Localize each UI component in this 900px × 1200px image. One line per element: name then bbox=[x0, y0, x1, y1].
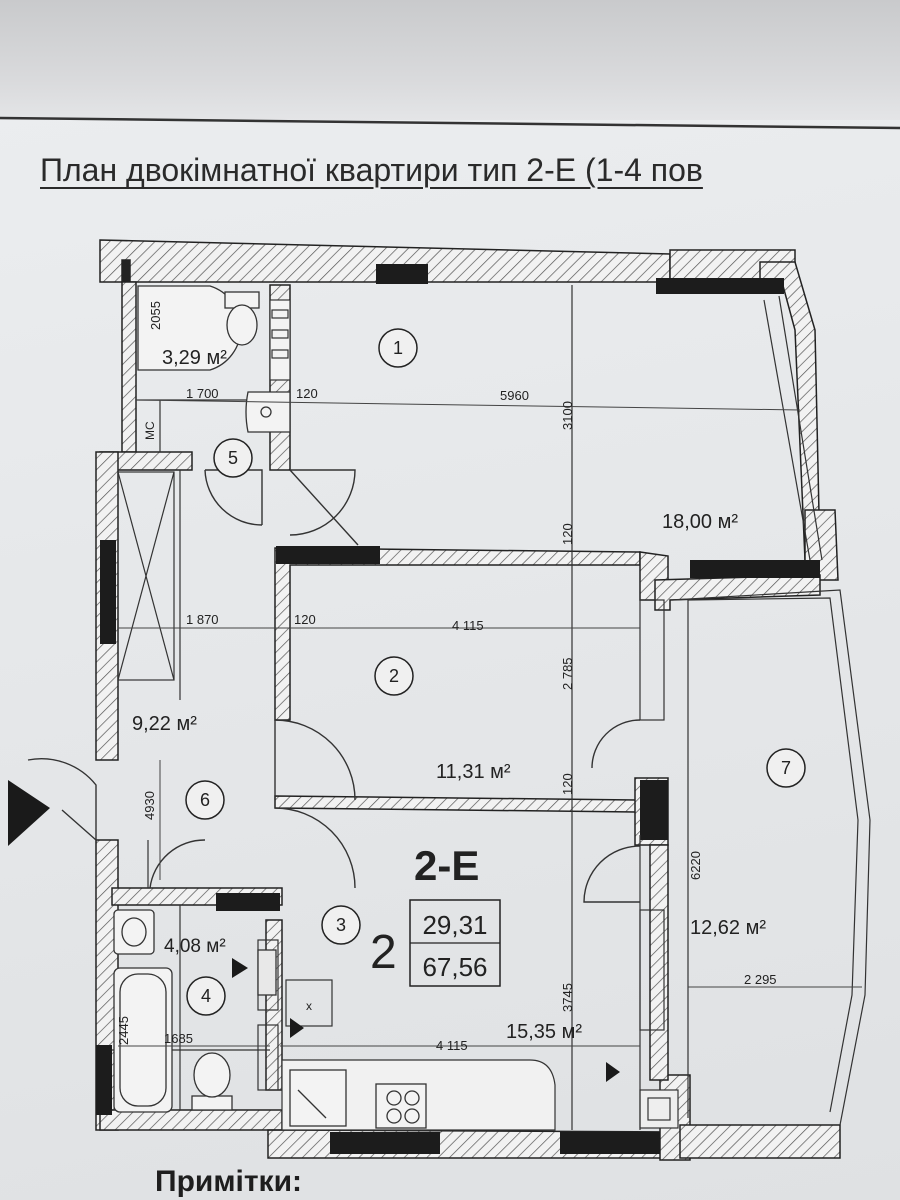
area-room-3: 15,35 м² bbox=[506, 1021, 582, 1043]
marker-arrow-icon bbox=[290, 1018, 304, 1038]
dim-2785: 2 785 bbox=[560, 657, 575, 690]
wall-columns bbox=[96, 264, 820, 1154]
kitchen-sink bbox=[289, 1069, 347, 1127]
toilet-bowl bbox=[226, 304, 258, 346]
area-room-1: 18,00 м² bbox=[662, 511, 738, 533]
total-area: 67,56 bbox=[422, 952, 487, 982]
dim-1870: 1 870 bbox=[186, 612, 219, 627]
background-strip bbox=[0, 0, 900, 120]
dim-2445: 2445 bbox=[116, 1016, 131, 1045]
dim-4115: 4 115 bbox=[436, 1038, 468, 1053]
interior-lines bbox=[112, 285, 871, 1131]
dim-120: 120 bbox=[560, 523, 575, 545]
dimension-labels: 2055 1 700 120 5960 3100 120 1 870 120 4… bbox=[116, 301, 777, 1053]
room-number-markers: 1 2 3 4 5 6 7 bbox=[185, 328, 806, 1016]
dim-3100: 3100 bbox=[560, 401, 575, 430]
toilet-tank bbox=[191, 1095, 233, 1111]
dimension-lines bbox=[118, 399, 862, 1047]
mc-label: МС bbox=[143, 421, 157, 440]
dim-120: 120 bbox=[296, 386, 318, 401]
room-number-5: 5 bbox=[228, 448, 238, 468]
stove bbox=[375, 1083, 427, 1129]
area-room-2: 11,31 м² bbox=[436, 761, 511, 783]
washbasin bbox=[245, 391, 291, 433]
door-swings bbox=[27, 469, 641, 903]
area-room-7: 12,62 м² bbox=[690, 917, 766, 939]
dim-2295: 2 295 bbox=[744, 972, 777, 987]
dim-4930: 4930 bbox=[142, 791, 157, 820]
room-number-1: 1 bbox=[393, 338, 403, 358]
room-number-6: 6 bbox=[200, 790, 210, 810]
living-area: 29,31 bbox=[422, 910, 487, 940]
room-number-7: 7 bbox=[781, 758, 791, 778]
room-area-labels: 18,00 м² 11,31 м² 15,35 м² 4,08 м² 3,29 … bbox=[132, 347, 766, 1043]
washbasin bbox=[113, 909, 155, 955]
apartment-summary: 2-E 2 29,31 67,56 bbox=[370, 842, 501, 987]
dim-3745: 3745 bbox=[560, 983, 575, 1012]
dim-4115: 4 115 bbox=[452, 618, 484, 633]
area-room-4: 4,08 м² bbox=[164, 936, 226, 957]
area-room-5: 3,29 м² bbox=[162, 347, 227, 369]
toilet-bowl bbox=[193, 1052, 231, 1098]
dim-120: 120 bbox=[560, 773, 575, 795]
room-number-2: 2 bbox=[389, 666, 399, 686]
area-room-6: 9,22 м² bbox=[132, 713, 197, 735]
room-number-3: 3 bbox=[336, 915, 346, 935]
marker-arrow-icon bbox=[232, 958, 248, 978]
window-frames bbox=[269, 299, 291, 381]
plan-title: План двокімнатної квартири тип 2-Е (1-4 … bbox=[40, 152, 703, 188]
dim-1685: 1685 bbox=[164, 1031, 193, 1046]
marker-arrow-icon bbox=[606, 1062, 620, 1082]
x-label: x bbox=[306, 999, 312, 1013]
bathtub bbox=[113, 967, 173, 1113]
rooms-count: 2 bbox=[370, 926, 397, 979]
dim-6220: 6220 bbox=[688, 851, 703, 880]
frame-line bbox=[0, 116, 900, 130]
entrance-arrow-icon bbox=[8, 780, 50, 846]
dim-2055: 2055 bbox=[148, 301, 163, 330]
dim-120: 120 bbox=[294, 612, 316, 627]
apartment-type: 2-E bbox=[414, 842, 479, 889]
dim-1700: 1 700 bbox=[186, 386, 219, 401]
dim-5960: 5960 bbox=[500, 388, 529, 403]
room-number-4: 4 bbox=[201, 986, 211, 1006]
notes-heading: Примітки: bbox=[155, 1165, 302, 1198]
walls bbox=[95, 239, 841, 1161]
